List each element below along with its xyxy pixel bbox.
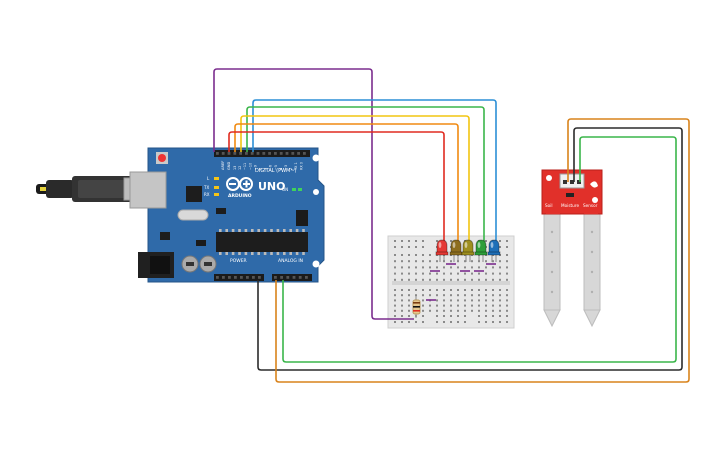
led-label-tx: TX <box>203 185 209 190</box>
pin-label: 13 <box>233 166 237 170</box>
pin-label-gnd: GND <box>227 162 231 170</box>
breadboard-jumpers <box>426 263 496 301</box>
pin-label: TX 1 <box>294 162 298 171</box>
analog-label: ANALOG IN <box>278 258 303 264</box>
wire-orange-sensor-vcc[interactable] <box>275 118 690 383</box>
pin-label: 12 <box>238 166 242 170</box>
pin-label: 4 <box>279 168 283 170</box>
wire-black-sensor-gnd[interactable] <box>257 127 683 371</box>
wire-yellow-pin10[interactable] <box>240 115 470 245</box>
sensor-label-sensor: Sensor <box>583 203 598 208</box>
mount-hole <box>312 154 320 162</box>
reset-button-cap[interactable] <box>158 154 166 162</box>
mount-hole <box>312 260 320 268</box>
sensor-label-soil: Soil <box>545 203 553 208</box>
pin-label: 7 <box>264 168 268 170</box>
sensor-probe-left <box>543 211 561 311</box>
wire-blue-pin8[interactable] <box>252 99 497 245</box>
pin-label: ~6 <box>269 165 273 170</box>
wire-purple-gnd[interactable] <box>213 68 414 320</box>
arduino-logo <box>226 177 253 191</box>
icsp-header[interactable] <box>296 210 308 226</box>
sensor-label-moisture: Moisture <box>561 203 579 208</box>
pin-label: ~3 <box>284 165 288 170</box>
usb-chip <box>186 186 202 202</box>
wires <box>213 68 690 383</box>
digital-header[interactable] <box>214 150 310 157</box>
mcu-pins <box>219 229 305 255</box>
led-label-rx: RX <box>204 192 210 197</box>
led-label-l: L <box>207 176 210 181</box>
pin-label: ~9 <box>253 165 257 170</box>
pin-label: ~10 <box>248 163 252 170</box>
led-2[interactable] <box>449 239 463 262</box>
led-row <box>435 239 501 262</box>
sensor-mount-hole <box>592 197 598 203</box>
usb-cable[interactable] <box>36 176 157 202</box>
led-label-on: ON <box>282 187 288 192</box>
soil-moisture-sensor[interactable]: Soil Moisture Sensor <box>541 169 603 328</box>
wire-orange-pin11[interactable] <box>234 123 459 245</box>
analog-header[interactable] <box>272 274 312 281</box>
led-3[interactable] <box>461 239 475 262</box>
mount-hole <box>313 189 319 195</box>
led-tx <box>214 186 219 189</box>
board-model: UNO <box>258 180 286 193</box>
led-l <box>214 177 219 180</box>
crystal <box>177 209 209 221</box>
pin-label: ~11 <box>243 163 247 170</box>
pin-label-aref: AREF <box>221 161 225 170</box>
sparkfun-flame-icon <box>590 181 598 188</box>
power-header[interactable] <box>214 274 264 281</box>
resistor[interactable] <box>412 296 421 318</box>
pin-label: 2 <box>289 168 293 170</box>
led-on <box>292 188 296 191</box>
pin-label: ~5 <box>274 165 278 170</box>
pin-label: RX 0 <box>299 162 303 170</box>
board-brand: ARDUINO <box>228 193 252 199</box>
led-5[interactable] <box>487 239 501 262</box>
sensor-mount-hole <box>546 175 552 181</box>
pin-label: 8 <box>259 168 263 170</box>
atmega-chip <box>216 232 308 252</box>
usb-port[interactable] <box>129 171 167 209</box>
wire-green-sensor-signal[interactable] <box>282 136 677 363</box>
sensor-probe-right <box>583 211 601 311</box>
digital-header-label: DIGITAL (PWM~) <box>255 168 297 174</box>
power-label: POWER <box>230 258 247 264</box>
wire-green-pin9[interactable] <box>246 106 485 245</box>
led-1[interactable] <box>435 239 449 262</box>
led-rx <box>214 193 219 196</box>
wire-red-pin12[interactable] <box>228 131 445 245</box>
led-4[interactable] <box>474 239 488 262</box>
